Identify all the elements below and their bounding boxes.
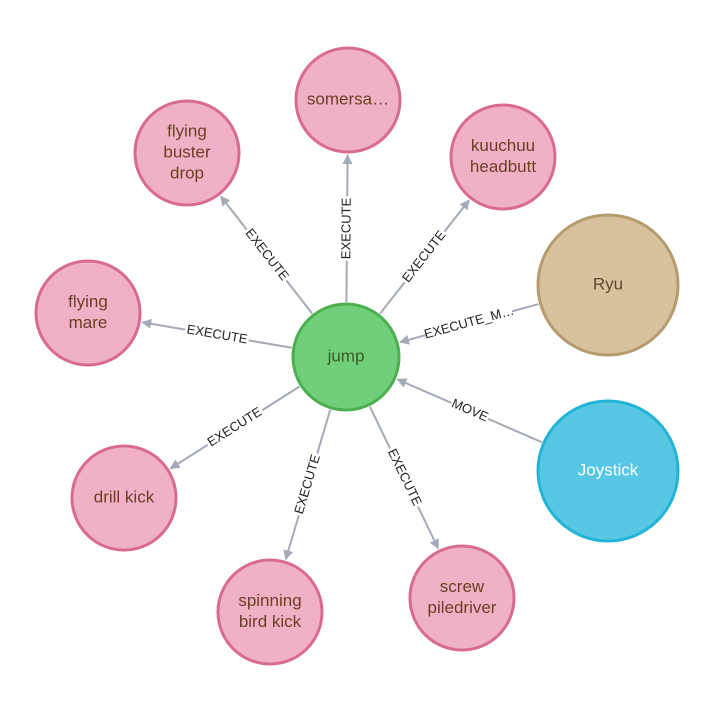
node-mare[interactable]: flying mare: [34, 259, 142, 367]
node-circle-drill: [70, 444, 178, 552]
node-label-joystick: Joystick: [578, 460, 639, 479]
node-circle-spinning: [216, 558, 324, 666]
edge-label-mare: EXECUTE: [186, 321, 249, 346]
edge-label-spinning: EXECUTE: [291, 452, 323, 515]
node-label-mare: mare: [69, 313, 108, 332]
edge-line-ryu: [511, 303, 539, 313]
node-label-spinning: bird kick: [239, 612, 302, 631]
node-jump[interactable]: jump: [291, 302, 401, 412]
node-circle-somersault: [294, 46, 402, 154]
edge-label-somersault: EXECUTE: [338, 197, 353, 259]
node-label-spinning: spinning: [238, 591, 301, 610]
node-somersault[interactable]: somersa…: [294, 46, 402, 154]
node-circle-joystick: [536, 399, 680, 543]
edge-label-drill: EXECUTE: [204, 404, 264, 450]
edge-label-buster: EXECUTE: [243, 226, 293, 284]
edge-arrow-joystick: [396, 378, 452, 404]
edge-arrow-buster: [220, 195, 248, 231]
node-label-mare: flying: [68, 292, 108, 311]
node-ryu[interactable]: Ryu: [536, 213, 680, 357]
edge-ryu[interactable]: EXECUTE_M…: [399, 303, 539, 345]
edge-line-spinning: [316, 409, 332, 454]
edge-line-joystick: [487, 417, 543, 444]
node-spinning[interactable]: spinning bird kick: [216, 558, 324, 666]
edge-arrow-kuuchuu: [443, 199, 470, 233]
edge-line-mare: [248, 339, 292, 349]
node-label-jump: jump: [327, 346, 365, 365]
edge-arrow-spinning: [283, 515, 300, 561]
node-label-screw: screw: [440, 577, 485, 596]
edge-arrow-drill: [169, 443, 209, 470]
edge-arrow-ryu: [399, 333, 427, 345]
edge-drill[interactable]: EXECUTE: [169, 385, 301, 470]
edge-line-buster: [285, 279, 313, 315]
edge-label-ryu: EXECUTE_M…: [422, 303, 515, 342]
edge-buster[interactable]: EXECUTE: [220, 195, 313, 315]
node-label-somersault: somersa…: [307, 89, 389, 108]
node-circle-buster: [133, 99, 241, 207]
edge-somersault[interactable]: EXECUTE: [338, 153, 354, 303]
node-label-buster: buster: [163, 142, 211, 161]
node-circle-ryu: [536, 213, 680, 357]
node-label-kuuchuu: kuuchuu: [471, 136, 535, 155]
edge-line-screw: [368, 406, 391, 449]
node-circle-screw: [408, 544, 516, 652]
node-circle-mare: [34, 259, 142, 367]
node-label-buster: drop: [170, 163, 204, 182]
node-circle-kuuchuu: [449, 103, 557, 211]
node-label-kuuchuu: headbutt: [470, 157, 536, 176]
edge-line-drill: [261, 385, 301, 412]
node-kuuchuu[interactable]: kuuchuu headbutt: [449, 103, 557, 211]
edge-arrow-screw: [417, 506, 440, 550]
node-label-screw: piledriver: [428, 598, 497, 617]
edge-label-joystick: MOVE: [450, 395, 491, 424]
edge-arrow-mare: [141, 318, 186, 331]
node-label-drill: drill kick: [94, 487, 155, 506]
node-label-ryu: Ryu: [593, 274, 623, 293]
edge-line-kuuchuu: [379, 281, 406, 315]
edge-kuuchuu[interactable]: EXECUTE: [379, 199, 470, 315]
node-joystick[interactable]: Joystick: [536, 399, 680, 543]
node-drill[interactable]: drill kick: [70, 444, 178, 552]
edge-joystick[interactable]: MOVE: [396, 378, 543, 444]
edge-spinning[interactable]: EXECUTE: [283, 409, 332, 561]
edge-label-kuuchuu: EXECUTE: [399, 227, 449, 285]
node-screw[interactable]: screw piledriver: [408, 544, 516, 652]
node-buster[interactable]: flying buster drop: [133, 99, 241, 207]
edge-screw[interactable]: EXECUTE: [368, 406, 440, 550]
node-circle-jump: [291, 302, 401, 412]
edge-label-screw: EXECUTE: [385, 446, 425, 508]
node-label-buster: flying: [167, 121, 207, 140]
edge-mare[interactable]: EXECUTE: [141, 318, 292, 349]
